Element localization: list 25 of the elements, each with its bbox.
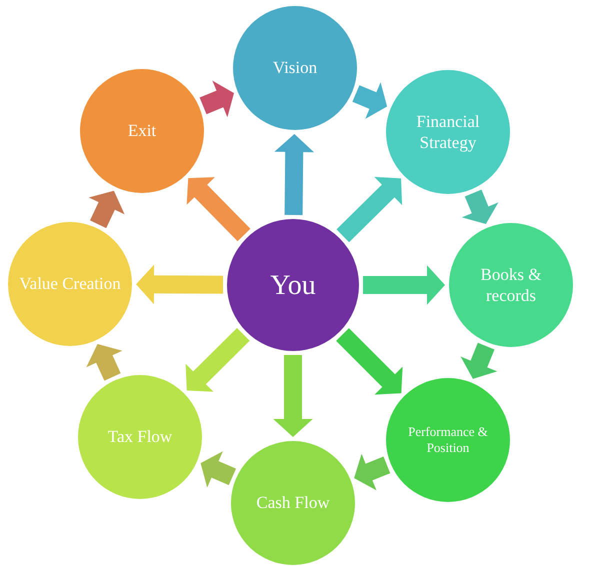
- block-arrow: [274, 134, 314, 216]
- node-label: Books & records: [480, 264, 542, 306]
- node-label: Tax Flow: [108, 426, 172, 448]
- node-label: You: [270, 268, 316, 302]
- block-arrow: [200, 451, 236, 488]
- block-arrow: [336, 328, 403, 395]
- block-arrow: [462, 190, 498, 224]
- node-label: Cash Flow: [256, 492, 330, 514]
- node-label: Exit: [128, 120, 156, 142]
- block-arrow: [136, 264, 223, 304]
- block-arrow: [186, 328, 250, 392]
- node-label: Vision: [272, 57, 318, 79]
- block-arrow: [352, 82, 388, 119]
- block-arrow: [460, 342, 498, 379]
- block-arrow: [200, 80, 234, 118]
- block-arrow: [273, 355, 313, 437]
- block-arrow: [336, 176, 402, 242]
- node-label: Financial Strategy: [415, 110, 481, 154]
- node-label: Performance & Position: [407, 424, 489, 456]
- block-arrow: [354, 454, 390, 490]
- block-arrow: [186, 177, 250, 242]
- block-arrow: [363, 265, 445, 305]
- block-arrow: [86, 344, 122, 381]
- block-arrow: [88, 190, 125, 228]
- node-label: Value Creation: [19, 273, 121, 295]
